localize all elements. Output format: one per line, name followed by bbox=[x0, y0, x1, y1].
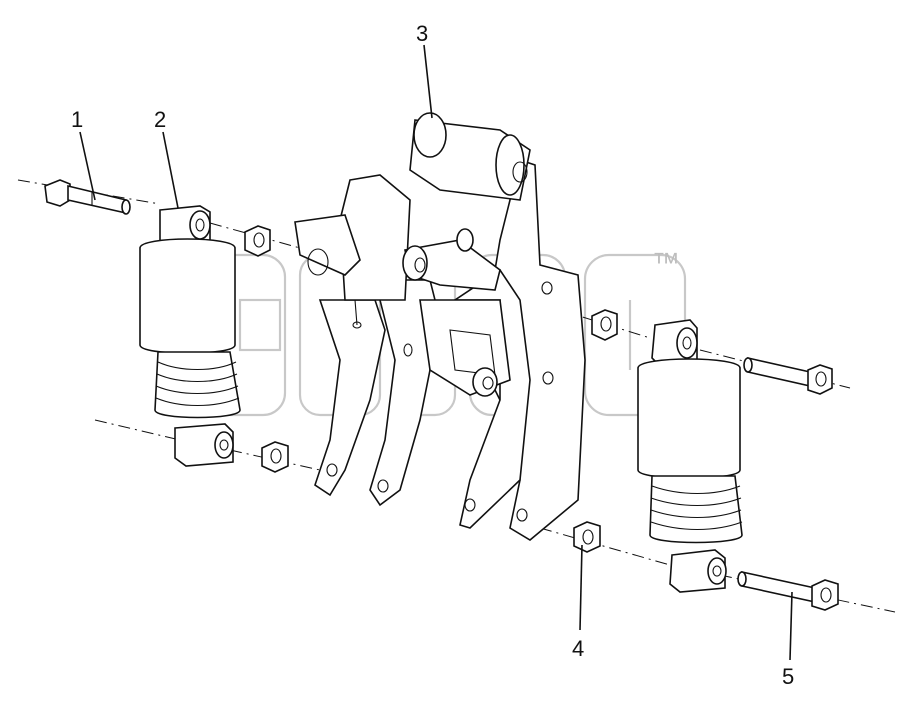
callout-4: 4 bbox=[572, 636, 584, 661]
callout-5: 5 bbox=[782, 664, 794, 689]
leader-lines bbox=[79, 44, 793, 661]
nut-upper-right bbox=[591, 309, 618, 341]
callout-2: 2 bbox=[154, 107, 166, 132]
nut-upper-left bbox=[244, 225, 271, 257]
shock-absorber-left bbox=[139, 205, 241, 467]
nut-lower-right bbox=[573, 521, 601, 553]
nut-lower-left bbox=[261, 441, 289, 473]
bolt-upper-left bbox=[44, 179, 131, 215]
callout-1: 1 bbox=[71, 107, 83, 132]
callout-3: 3 bbox=[416, 21, 428, 46]
bolt-upper-right bbox=[743, 356, 833, 395]
bracket-assembly bbox=[294, 112, 586, 541]
bolt-lower-right bbox=[737, 571, 839, 611]
shock-absorber-right bbox=[637, 319, 743, 593]
trademark-symbol: ™ bbox=[652, 247, 680, 278]
